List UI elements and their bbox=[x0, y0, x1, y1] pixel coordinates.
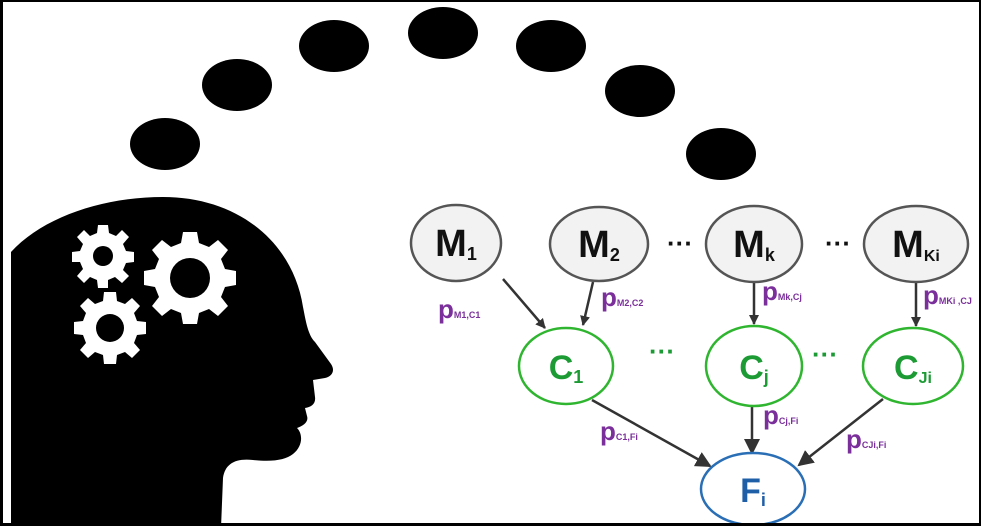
edge-label-mk-cj: pMk,Cj bbox=[762, 276, 802, 306]
c-node-ji-sub: Ji bbox=[919, 370, 932, 387]
f-node-sub: i bbox=[761, 490, 766, 510]
m-node-ki-sub: Ki bbox=[924, 248, 940, 265]
edge-label-mki-c: pMKi ,CJ bbox=[923, 280, 972, 310]
m-node-2: M2 bbox=[548, 205, 650, 283]
svg-text:M2: M2 bbox=[578, 224, 620, 266]
svg-text:C1: C1 bbox=[549, 349, 584, 387]
diagram-svg: ··· ··· ··· ··· M1 M2 Mk MKi C1 Cj bbox=[11, 7, 972, 523]
f-node-label: F bbox=[740, 472, 761, 510]
gear-icon bbox=[72, 225, 134, 288]
svg-text:Cj: Cj bbox=[739, 349, 769, 387]
edge-m1-c1 bbox=[502, 278, 546, 329]
svg-text:MKi: MKi bbox=[892, 224, 940, 266]
thought-dot bbox=[130, 118, 200, 170]
m-node-1-sub: 1 bbox=[467, 244, 477, 264]
c-node-j-sub: j bbox=[763, 367, 769, 387]
edge-label-m2-c2: pM2,C2 bbox=[601, 282, 643, 312]
thought-dot bbox=[299, 20, 369, 72]
m-node-k-label: M bbox=[733, 224, 765, 266]
edge-label-m1-c1: pM1,C1 bbox=[438, 294, 480, 324]
m-nodes: M1 M2 Mk MKi bbox=[409, 203, 970, 284]
f-node: Fi bbox=[699, 451, 807, 523]
gear-icon bbox=[74, 292, 146, 364]
ellipsis-c1-cj: ··· bbox=[649, 336, 675, 366]
ellipsis-mk-mki: ··· bbox=[825, 228, 851, 258]
thought-dots bbox=[130, 7, 756, 180]
probability-labels: pM1,C1 pM2,C2 pMk,Cj pMKi ,CJ pC1,Fi pCj… bbox=[438, 276, 972, 454]
m-node-2-label: M bbox=[578, 224, 610, 266]
edge-label-cji-fi: pCJi,Fi bbox=[846, 424, 886, 454]
m-node-ki-label: M bbox=[892, 224, 924, 266]
m-node-k-sub: k bbox=[765, 245, 776, 265]
m-node-k: Mk bbox=[704, 204, 804, 284]
thought-dot bbox=[408, 7, 478, 59]
m-node-1: M1 bbox=[409, 203, 503, 283]
svg-text:Fi: Fi bbox=[740, 472, 766, 510]
ellipsis-m2-mk: ··· bbox=[667, 228, 693, 258]
m-node-2-sub: 2 bbox=[610, 245, 620, 265]
svg-text:CJi: CJi bbox=[894, 349, 932, 387]
ellipses: ··· ··· ··· ··· bbox=[649, 228, 851, 369]
edges bbox=[502, 278, 921, 468]
edge-cji-fi bbox=[797, 398, 884, 467]
c-node-ji-label: C bbox=[894, 349, 919, 387]
m-node-1-label: M bbox=[435, 223, 467, 265]
svg-text:M1: M1 bbox=[435, 223, 477, 265]
c-node-1-label: C bbox=[549, 349, 574, 387]
thought-dot bbox=[605, 65, 675, 117]
c-nodes: C1 Cj CJi bbox=[517, 324, 965, 408]
ellipsis-cj-cji: ··· bbox=[812, 339, 838, 369]
c-node-1: C1 bbox=[517, 326, 615, 406]
thought-dot bbox=[686, 128, 756, 180]
c-node-1-sub: 1 bbox=[573, 367, 583, 387]
thought-dot bbox=[202, 59, 272, 111]
head-silhouette-icon bbox=[11, 197, 333, 523]
svg-text:Mk: Mk bbox=[733, 224, 776, 266]
c-node-j-label: C bbox=[739, 349, 764, 387]
edge-label-cj-fi: pCj,Fi bbox=[763, 400, 798, 430]
thought-dot bbox=[516, 20, 586, 72]
c-node-ji: CJi bbox=[861, 326, 965, 406]
edge-label-c1-fi: pC1,Fi bbox=[600, 416, 638, 446]
m-node-ki: MKi bbox=[862, 204, 970, 284]
edge-m2-c2 bbox=[580, 281, 595, 326]
gear-icon bbox=[144, 232, 236, 324]
c-node-j: Cj bbox=[704, 324, 804, 408]
gears bbox=[72, 225, 236, 364]
edge-c1-fi bbox=[591, 398, 712, 468]
